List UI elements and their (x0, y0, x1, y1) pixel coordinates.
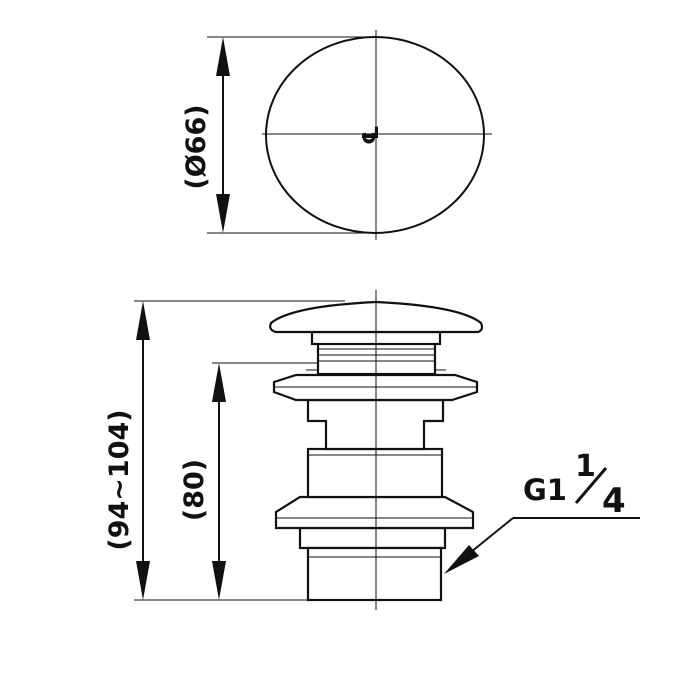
top-view-outline (265, 36, 485, 234)
side-view: (94~104) (80) (104, 290, 640, 610)
body-height-arrow-bottom (212, 561, 226, 600)
overall-height-arrow-top (136, 301, 150, 340)
mid-body (306, 447, 444, 499)
thread-label-denominator: 4 (602, 481, 626, 521)
body-height-arrow-top (212, 363, 226, 402)
thread-fraction-slash (574, 467, 608, 504)
thread-label-numerator: 1 (575, 449, 596, 484)
lower-flange (274, 495, 475, 530)
overall-height-label: (94~104) (104, 409, 135, 550)
diameter-label: (Ø66) (181, 104, 212, 189)
diameter-arrow-bottom (216, 194, 230, 233)
diameter-arrow-top (216, 37, 230, 76)
thread-leader-arrow (444, 545, 479, 574)
thread-label-main: G1 (523, 473, 567, 507)
centerline-symbol: ℄ (359, 125, 384, 145)
body-height-label: (80) (179, 459, 210, 521)
top-view: (Ø66) ℄ (181, 30, 492, 240)
lower-thread-body (298, 526, 447, 602)
overall-height-arrow-bottom (136, 561, 150, 600)
